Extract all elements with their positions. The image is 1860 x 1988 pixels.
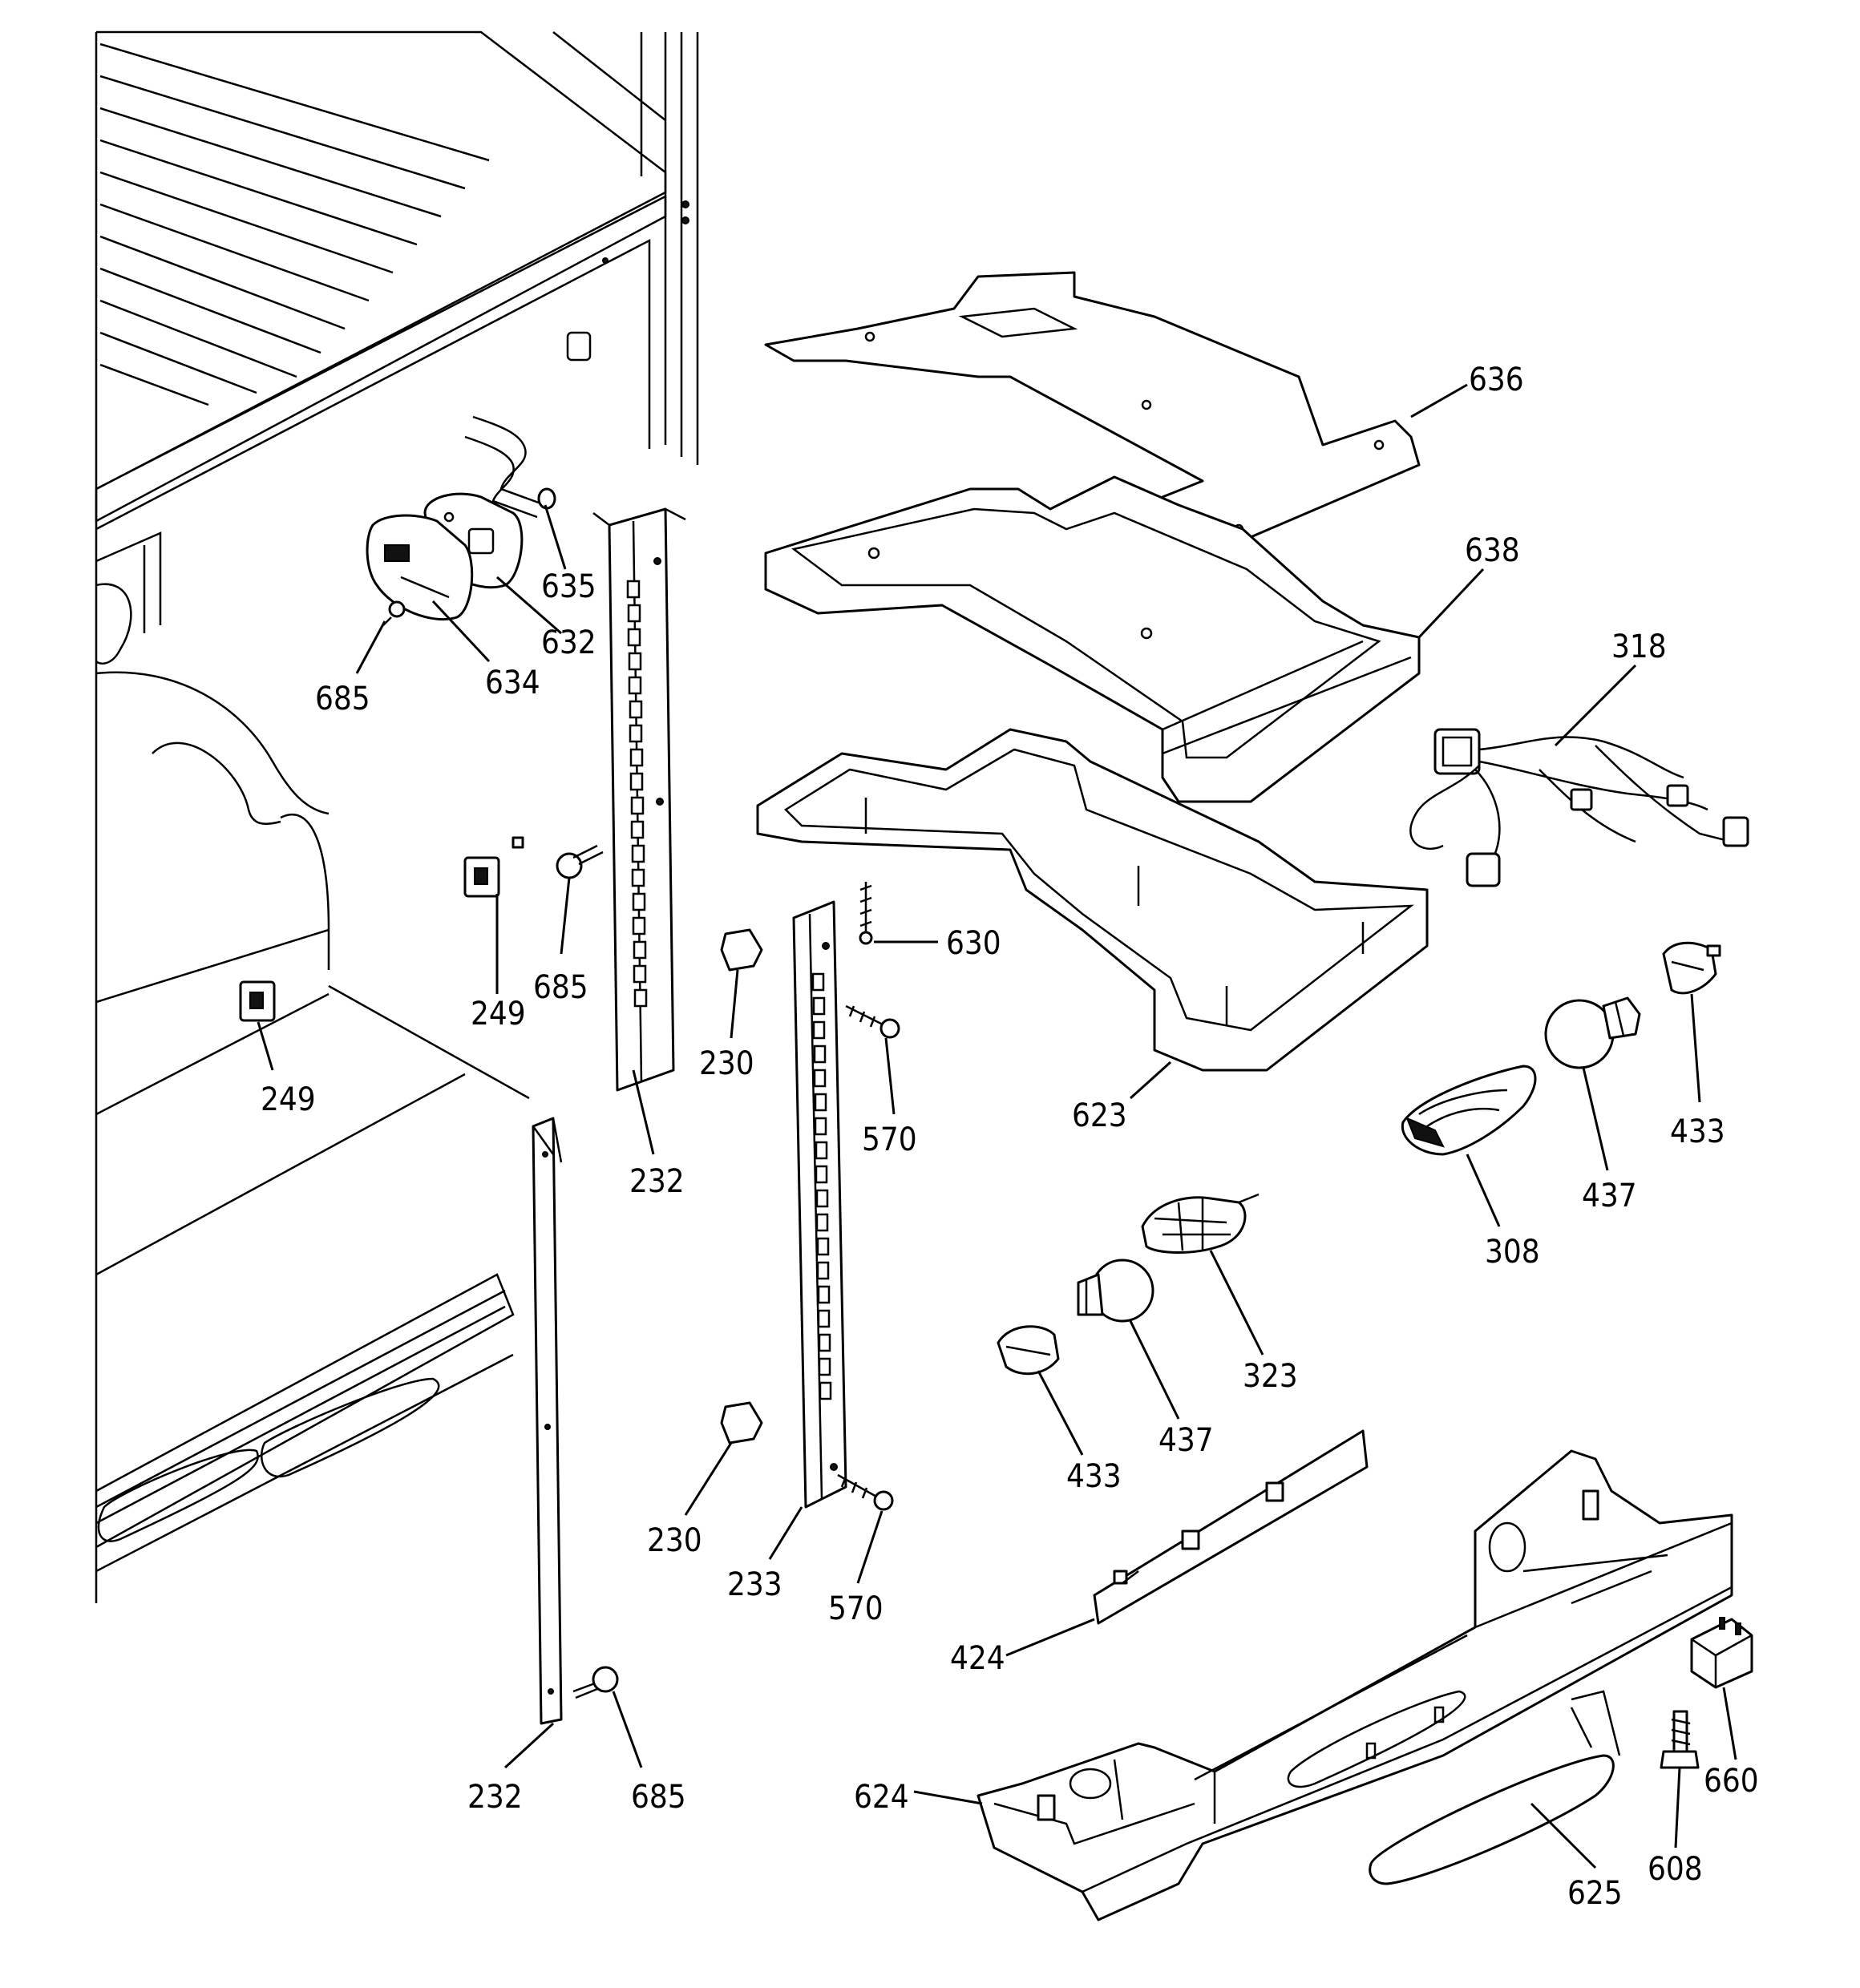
part-323-lamp-cover-center — [1141, 1193, 1260, 1254]
part-635-wire — [464, 415, 556, 519]
part-433-socket-right — [1662, 941, 1721, 995]
callout-635: 635 — [541, 568, 596, 605]
callout-249-lower: 249 — [261, 1081, 316, 1118]
callout-570-upper: 570 — [862, 1121, 917, 1158]
callout-685-mid: 685 — [533, 969, 588, 1006]
part-685-screw-top — [382, 600, 406, 626]
part-249-clip-a — [463, 836, 524, 898]
part-634-switch — [366, 514, 474, 621]
part-433-socket-center — [997, 1325, 1060, 1376]
part-232-rail-lower — [532, 1117, 563, 1725]
callout-638: 638 — [1465, 532, 1520, 569]
callout-437-right: 437 — [1582, 1178, 1637, 1214]
callout-232-upper: 232 — [629, 1163, 685, 1200]
callout-233: 233 — [727, 1566, 782, 1603]
part-685-screw-bottom — [572, 1666, 619, 1699]
callout-608: 608 — [1648, 1851, 1703, 1888]
callout-625: 625 — [1567, 1875, 1623, 1912]
callout-232-lower: 232 — [467, 1779, 523, 1816]
part-660-relay — [1690, 1617, 1753, 1689]
callout-230-upper: 230 — [699, 1045, 754, 1082]
part-437-bulb-right — [1544, 996, 1641, 1069]
callout-318: 318 — [1611, 628, 1667, 665]
part-437-bulb-center — [1077, 1259, 1154, 1323]
part-230-clip-lower — [720, 1401, 763, 1445]
part-424-control-board — [1093, 1429, 1369, 1625]
callout-685-top: 685 — [315, 681, 370, 717]
callout-660: 660 — [1704, 1763, 1759, 1800]
part-623-housing — [756, 728, 1429, 1072]
part-308-lamp-cover-right — [1401, 1065, 1537, 1156]
callout-685-bottom: 685 — [631, 1779, 686, 1816]
callout-labels: 636 638 318 635 632 634 685 249 685 630 … — [261, 362, 1759, 1912]
part-570-screw-upper — [845, 1004, 900, 1039]
rail-slots-233 — [811, 972, 832, 1400]
part-232-rail-upper — [592, 507, 686, 1092]
callout-230-lower: 230 — [647, 1522, 702, 1559]
part-608-screw — [1660, 1710, 1700, 1769]
part-624-housing — [976, 1449, 1733, 1921]
part-630-screw — [859, 882, 873, 945]
callout-624: 624 — [854, 1779, 909, 1816]
callout-249-upper: 249 — [471, 996, 526, 1032]
callout-570-lower: 570 — [828, 1590, 884, 1627]
callout-424: 424 — [950, 1640, 1005, 1677]
part-318-wire-harness — [1409, 728, 1749, 887]
part-230-clip-upper — [720, 928, 763, 972]
callout-636: 636 — [1469, 362, 1524, 398]
part-638-insulation — [764, 475, 1421, 803]
callout-308: 308 — [1485, 1234, 1540, 1271]
callout-323: 323 — [1243, 1358, 1298, 1395]
fresh-food-cabinet — [95, 30, 699, 1603]
callout-632: 632 — [541, 624, 596, 661]
callout-437-center: 437 — [1158, 1422, 1214, 1459]
part-625-lens — [1369, 1690, 1621, 1885]
part-685-screw-mid — [556, 844, 604, 879]
callout-433-right: 433 — [1670, 1113, 1725, 1150]
part-249-clip-b — [239, 980, 276, 1022]
rail-slots-upper — [626, 580, 648, 1008]
callout-634: 634 — [485, 665, 540, 701]
shelf-ribs — [99, 42, 490, 406]
callout-630: 630 — [946, 925, 1001, 962]
part-233-rail — [792, 900, 847, 1509]
part-570-screw-lower — [837, 1473, 894, 1511]
callout-433-center: 433 — [1066, 1458, 1122, 1495]
callout-623: 623 — [1072, 1097, 1127, 1134]
